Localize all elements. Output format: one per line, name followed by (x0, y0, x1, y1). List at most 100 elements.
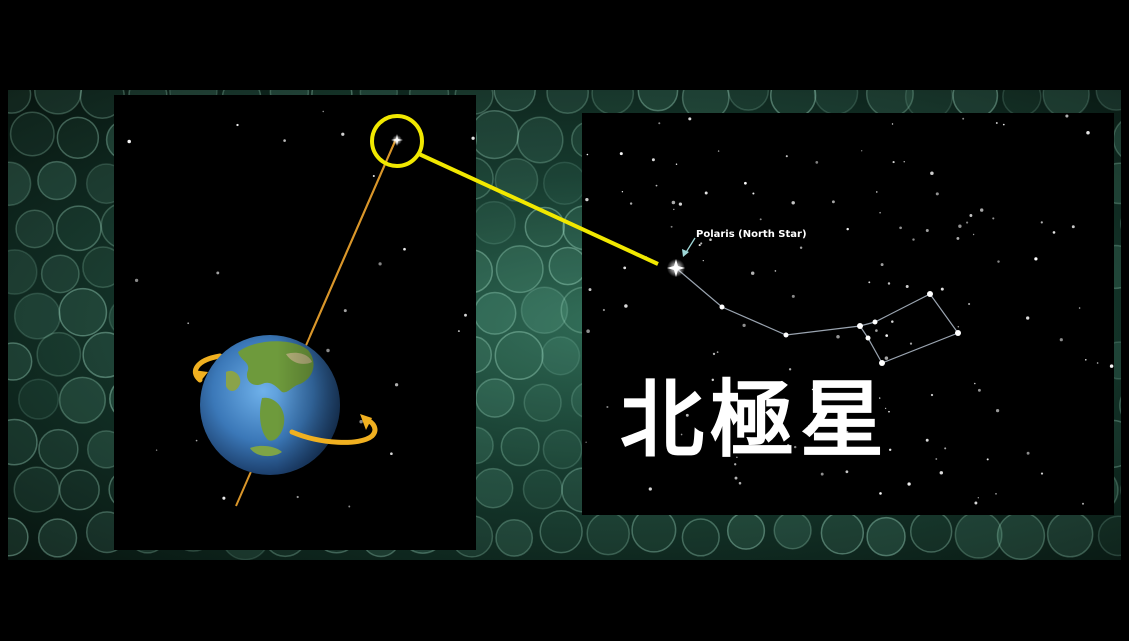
bubble (494, 158, 539, 202)
bubble (494, 330, 544, 381)
bubble (516, 116, 564, 164)
star (700, 242, 703, 245)
star (930, 171, 934, 175)
star (709, 238, 712, 241)
bubble (546, 90, 590, 114)
star (1078, 307, 1081, 309)
star (977, 497, 979, 499)
star (704, 191, 708, 195)
star (1065, 114, 1069, 118)
star (880, 263, 884, 267)
star (997, 260, 1000, 263)
star (698, 244, 701, 247)
star (868, 281, 871, 284)
star (885, 334, 889, 337)
star (958, 224, 962, 228)
star (788, 368, 792, 371)
star (588, 288, 592, 292)
star (925, 229, 929, 232)
star (738, 481, 742, 485)
star (341, 132, 345, 136)
star (935, 192, 939, 196)
star (1040, 472, 1044, 475)
star (1071, 225, 1075, 229)
star (1109, 364, 1114, 368)
star (907, 482, 911, 486)
star (629, 202, 633, 205)
big-dipper-constellation (675, 267, 959, 364)
star (892, 161, 895, 164)
star (972, 233, 975, 236)
star (283, 139, 286, 142)
star (673, 208, 675, 211)
star (619, 152, 623, 156)
star (134, 278, 139, 283)
star (887, 282, 891, 285)
star (831, 200, 835, 204)
star (807, 425, 810, 427)
star (888, 448, 892, 452)
bubble (542, 429, 583, 470)
bubble (18, 378, 60, 420)
polaris-highlight-circle (370, 114, 424, 168)
bubble (8, 249, 38, 295)
star (846, 227, 849, 231)
bubble (9, 111, 55, 157)
star (876, 191, 878, 193)
star (875, 329, 878, 332)
bubble (1095, 90, 1121, 111)
bubble (8, 90, 32, 114)
star (820, 472, 824, 476)
bubble (8, 517, 29, 557)
constellation-stars (719, 291, 961, 366)
star (734, 476, 738, 480)
bubble (15, 209, 55, 249)
star (711, 378, 715, 382)
star (403, 247, 406, 251)
polaris-label: Polaris (North Star) (696, 229, 807, 240)
star (670, 225, 673, 228)
star (216, 271, 220, 275)
star (940, 287, 944, 291)
star (956, 236, 960, 240)
star (1052, 231, 1056, 234)
star (1026, 451, 1030, 455)
star (891, 123, 894, 125)
bubble (34, 90, 83, 115)
earth-starfield-panel (114, 95, 476, 550)
star (671, 200, 676, 205)
star (1002, 123, 1005, 126)
rotation-arrow-right-icon (289, 417, 378, 445)
star (891, 320, 894, 323)
constellation-panel (582, 113, 1114, 515)
bubble (13, 292, 61, 340)
star (793, 445, 797, 449)
star (1086, 131, 1090, 135)
star (786, 444, 790, 447)
star (744, 181, 747, 185)
star (348, 505, 351, 508)
star (759, 218, 762, 221)
star (372, 174, 375, 178)
star (651, 158, 655, 162)
star (939, 471, 944, 475)
star (688, 117, 692, 121)
star (791, 201, 795, 205)
earth-globe-icon (200, 335, 340, 475)
star (884, 356, 889, 360)
star (1034, 257, 1038, 261)
bubble (493, 90, 536, 112)
star (655, 184, 658, 187)
star (623, 266, 627, 270)
star (969, 214, 973, 217)
star (717, 150, 720, 152)
star (648, 487, 652, 491)
bubble (522, 469, 563, 510)
star (326, 348, 330, 353)
star (846, 430, 849, 433)
star (980, 208, 984, 212)
star (1096, 362, 1099, 364)
star (815, 161, 819, 164)
star (378, 262, 382, 266)
star (187, 322, 190, 325)
